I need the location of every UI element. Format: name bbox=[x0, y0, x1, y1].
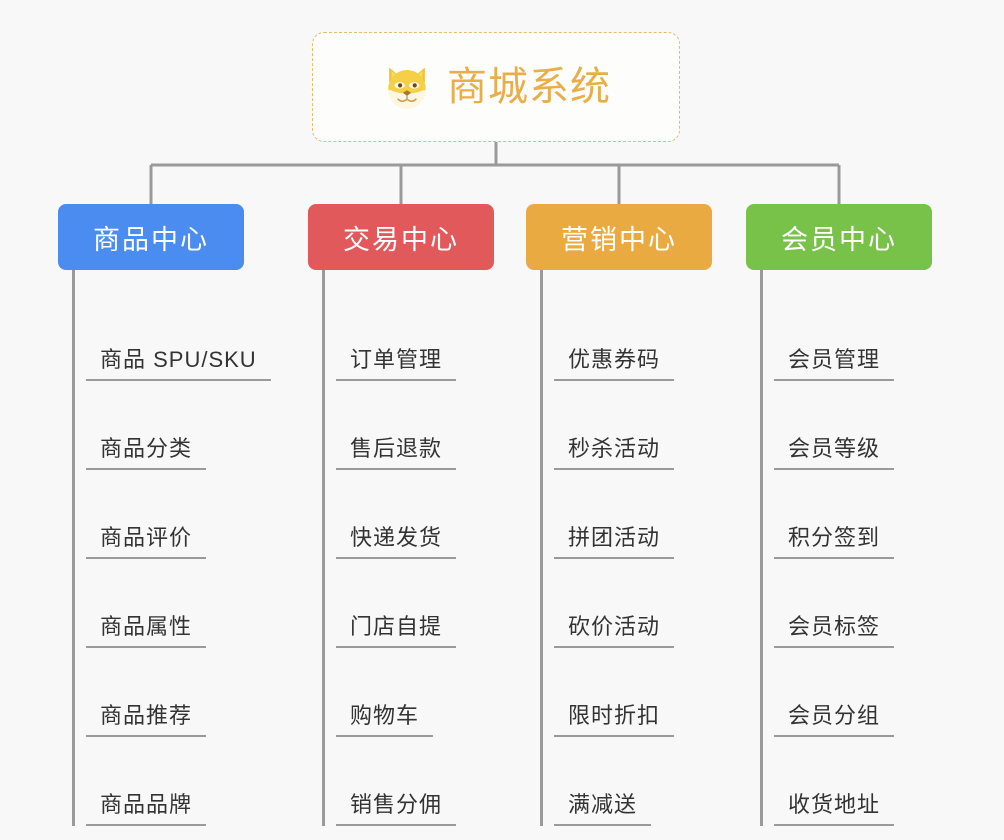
branch-header-label: 会员中心 bbox=[781, 224, 897, 255]
list-item[interactable]: 商品评价 bbox=[58, 470, 244, 559]
branch-column-marketing-center: 营销中心 优惠券码 秒杀活动 拼团活动 砍价活动 限时折扣 满减送 bbox=[526, 204, 712, 826]
branch-column-member-center: 会员中心 会员管理 会员等级 积分签到 会员标签 会员分组 收货地址 bbox=[746, 204, 932, 826]
branch-spine bbox=[322, 270, 325, 826]
list-item[interactable]: 商品品牌 bbox=[58, 737, 244, 826]
leaf-label: 优惠券码 bbox=[554, 346, 675, 381]
leaf-label: 商品品牌 bbox=[86, 791, 207, 826]
branch-items-marketing-center: 优惠券码 秒杀活动 拼团活动 砍价活动 限时折扣 满减送 bbox=[526, 270, 712, 826]
shiba-dog-icon bbox=[381, 61, 433, 113]
branch-column-product-center: 商品中心 商品 SPU/SKU 商品分类 商品评价 商品属性 商品推荐 商品品牌 bbox=[58, 204, 271, 826]
list-item[interactable]: 会员分组 bbox=[746, 648, 932, 737]
branch-spine bbox=[72, 270, 75, 826]
branch-column-trade-center: 交易中心 订单管理 售后退款 快递发货 门店自提 购物车 销售分佣 bbox=[308, 204, 494, 826]
leaf-label: 销售分佣 bbox=[336, 791, 457, 826]
list-item[interactable]: 满减送 bbox=[526, 737, 712, 826]
leaf-label: 商品评价 bbox=[86, 524, 207, 559]
branch-header-label: 营销中心 bbox=[561, 224, 677, 255]
leaf-label: 砍价活动 bbox=[554, 613, 675, 648]
list-item[interactable]: 售后退款 bbox=[308, 381, 494, 470]
list-item[interactable]: 收货地址 bbox=[746, 737, 932, 826]
leaf-label: 会员标签 bbox=[774, 613, 895, 648]
leaf-label: 收货地址 bbox=[774, 791, 895, 826]
list-item[interactable]: 会员标签 bbox=[746, 559, 932, 648]
list-item[interactable]: 商品属性 bbox=[58, 559, 244, 648]
list-item[interactable]: 门店自提 bbox=[308, 559, 494, 648]
branch-items-trade-center: 订单管理 售后退款 快递发货 门店自提 购物车 销售分佣 bbox=[308, 270, 494, 826]
leaf-label: 商品属性 bbox=[86, 613, 207, 648]
leaf-label: 会员管理 bbox=[774, 346, 895, 381]
list-item[interactable]: 会员等级 bbox=[746, 381, 932, 470]
leaf-label: 会员等级 bbox=[774, 435, 895, 470]
leaf-label: 商品 SPU/SKU bbox=[86, 346, 271, 381]
leaf-label: 售后退款 bbox=[336, 435, 457, 470]
branch-header-product-center[interactable]: 商品中心 bbox=[58, 204, 244, 270]
list-item[interactable]: 限时折扣 bbox=[526, 648, 712, 737]
branch-header-label: 交易中心 bbox=[343, 224, 459, 255]
leaf-label: 满减送 bbox=[554, 791, 652, 826]
list-item[interactable]: 会员管理 bbox=[746, 292, 932, 381]
branch-header-trade-center[interactable]: 交易中心 bbox=[308, 204, 494, 270]
leaf-label: 限时折扣 bbox=[554, 702, 675, 737]
leaf-label: 会员分组 bbox=[774, 702, 895, 737]
list-item[interactable]: 商品推荐 bbox=[58, 648, 244, 737]
list-item[interactable]: 商品分类 bbox=[58, 381, 244, 470]
leaf-label: 秒杀活动 bbox=[554, 435, 675, 470]
list-item[interactable]: 购物车 bbox=[308, 648, 494, 737]
branch-spine bbox=[760, 270, 763, 826]
list-item[interactable]: 快递发货 bbox=[308, 470, 494, 559]
list-item[interactable]: 优惠券码 bbox=[526, 292, 712, 381]
leaf-label: 积分签到 bbox=[774, 524, 895, 559]
leaf-label: 商品推荐 bbox=[86, 702, 207, 737]
list-item[interactable]: 拼团活动 bbox=[526, 470, 712, 559]
list-item[interactable]: 秒杀活动 bbox=[526, 381, 712, 470]
branch-header-marketing-center[interactable]: 营销中心 bbox=[526, 204, 712, 270]
leaf-label: 商品分类 bbox=[86, 435, 207, 470]
branch-header-member-center[interactable]: 会员中心 bbox=[746, 204, 932, 270]
leaf-label: 快递发货 bbox=[336, 524, 457, 559]
root-node-shop-system[interactable]: 商城系统 bbox=[312, 32, 680, 142]
branch-items-member-center: 会员管理 会员等级 积分签到 会员标签 会员分组 收货地址 bbox=[746, 270, 932, 826]
leaf-label: 门店自提 bbox=[336, 613, 457, 648]
root-title: 商城系统 bbox=[447, 65, 611, 109]
list-item[interactable]: 积分签到 bbox=[746, 470, 932, 559]
list-item[interactable]: 订单管理 bbox=[308, 292, 494, 381]
leaf-label: 购物车 bbox=[336, 702, 434, 737]
list-item[interactable]: 砍价活动 bbox=[526, 559, 712, 648]
leaf-label: 订单管理 bbox=[336, 346, 457, 381]
list-item[interactable]: 商品 SPU/SKU bbox=[58, 292, 271, 381]
leaf-label: 拼团活动 bbox=[554, 524, 675, 559]
branch-spine bbox=[540, 270, 543, 826]
branch-items-product-center: 商品 SPU/SKU 商品分类 商品评价 商品属性 商品推荐 商品品牌 bbox=[58, 270, 271, 826]
branch-header-label: 商品中心 bbox=[93, 224, 209, 255]
list-item[interactable]: 销售分佣 bbox=[308, 737, 494, 826]
